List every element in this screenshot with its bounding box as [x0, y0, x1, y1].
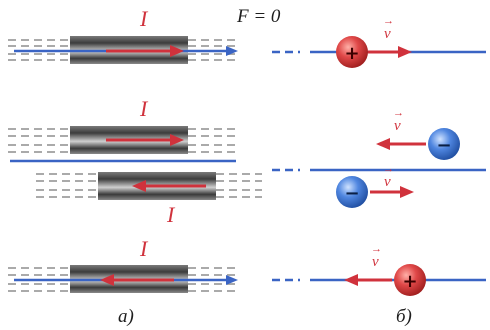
panel-label-b: б)	[396, 306, 412, 327]
velocity-arrowhead-3	[344, 274, 358, 286]
positive-charge-3	[394, 264, 426, 296]
wire-stubs-left-1	[8, 39, 68, 61]
wire-row-1	[8, 36, 238, 64]
axis-arrowhead-3	[226, 275, 238, 285]
wire-row-2-lower	[36, 172, 262, 200]
axis-arrowhead-1	[226, 46, 238, 56]
wire-row-2-upper	[8, 126, 236, 154]
velocity-arrowhead-2b	[400, 186, 414, 198]
force-label: F = 0	[237, 6, 281, 27]
charge-sign-3: +	[402, 271, 417, 292]
velocity-label-3: v	[371, 243, 381, 271]
wire-row-3	[8, 265, 238, 293]
charge-row-3	[272, 264, 486, 296]
current-arrowhead-3	[100, 274, 114, 286]
panel-label-a: а)	[118, 306, 134, 327]
charge-sign-2a: −	[436, 135, 451, 156]
velocity-arrowhead-2a	[376, 138, 390, 150]
charge-row-2	[272, 128, 486, 208]
current-label-2u: I	[140, 96, 148, 121]
velocity-symbol-1: v	[383, 15, 393, 43]
velocity-label-2a: v	[393, 107, 403, 135]
negative-charge-upper	[428, 128, 460, 160]
charge-sign-1: +	[344, 43, 359, 64]
charge-row-1	[272, 36, 486, 68]
negative-charge-lower	[336, 176, 368, 208]
velocity-symbol-2a: v	[393, 107, 403, 135]
positive-charge-1	[336, 36, 368, 68]
wire-stubs-left-2u	[8, 128, 68, 153]
velocity-arrowhead-1	[398, 46, 412, 58]
current-arrowhead-1	[170, 45, 184, 57]
velocity-symbol-2b: v	[383, 163, 393, 191]
charge-sign-2b: −	[344, 183, 359, 204]
wire-stubs-left-3	[8, 267, 68, 292]
wire-stubs-right-2l	[216, 173, 262, 198]
velocity-label-2b: v	[383, 163, 393, 191]
wire-stubs-left-2l	[36, 173, 96, 198]
current-label-2l: I	[167, 202, 175, 227]
wire-stubs-right-2u	[188, 128, 236, 153]
current-arrowhead-2l	[132, 180, 146, 192]
velocity-label-1: v	[383, 15, 393, 43]
velocity-symbol-3: v	[371, 243, 381, 271]
current-label-1: I	[140, 6, 148, 31]
current-arrowhead-2u	[170, 134, 184, 146]
current-label-3: I	[140, 236, 148, 261]
